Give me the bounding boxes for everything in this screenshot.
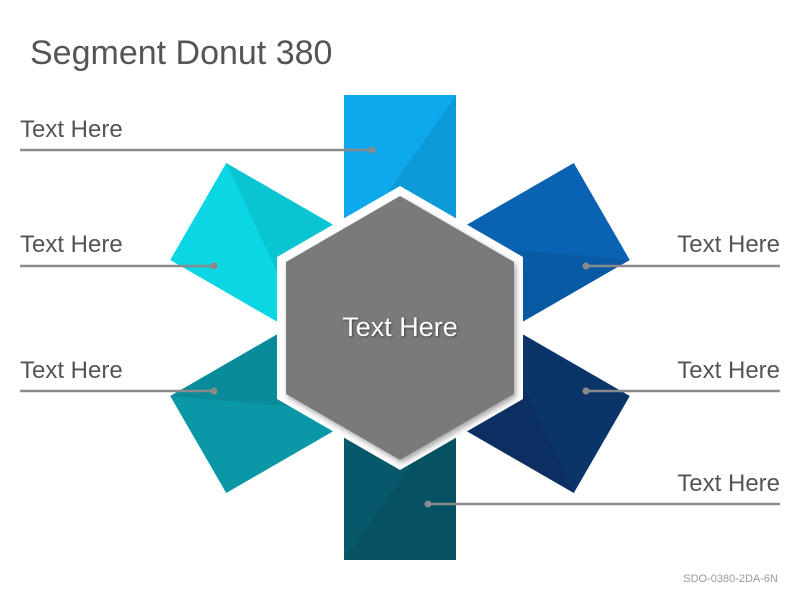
label-left-middle: Text Here [20, 231, 123, 258]
leader-dot-left-bottom [210, 387, 218, 395]
label-left-bottom: Text Here [20, 357, 123, 384]
footer-code: SDO-0380-2DA-6N [683, 573, 778, 585]
center-hexagon [286, 196, 514, 460]
label-left-top: Text Here [20, 116, 123, 143]
leader-dot-left-top [368, 146, 376, 154]
page-title: Segment Donut 380 [30, 34, 333, 72]
label-right-top: Text Here [677, 231, 780, 258]
center-label: Text Here [342, 312, 458, 342]
leader-dot-right-middle [582, 387, 590, 395]
label-right-bottom: Text Here [677, 470, 780, 497]
leader-dot-left-middle [210, 262, 218, 270]
label-right-middle: Text Here [677, 357, 780, 384]
leader-dot-right-bottom [424, 500, 432, 508]
leader-lines [20, 146, 780, 508]
leader-dot-right-top [582, 262, 590, 270]
